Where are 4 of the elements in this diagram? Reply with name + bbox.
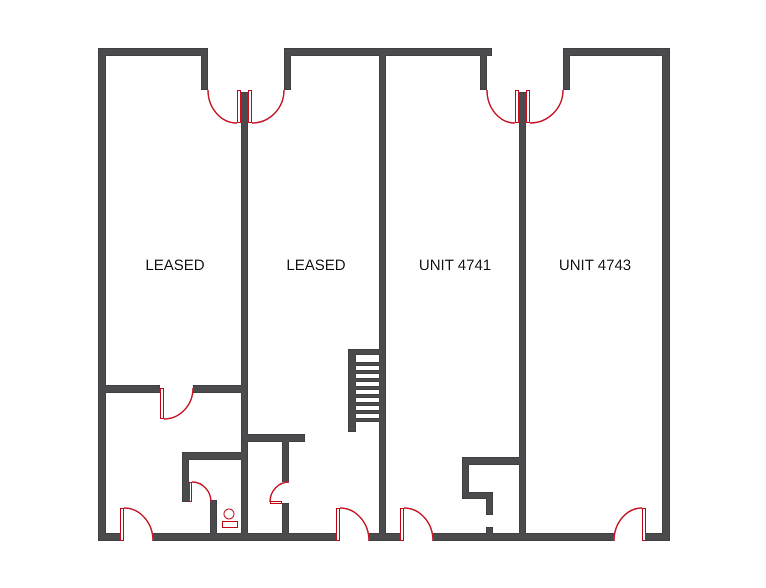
room-label: UNIT 4741 xyxy=(418,254,492,278)
room-label: LEASED xyxy=(145,254,205,278)
room-label: UNIT 4743 xyxy=(558,254,632,278)
room-label: LEASED xyxy=(286,254,346,278)
